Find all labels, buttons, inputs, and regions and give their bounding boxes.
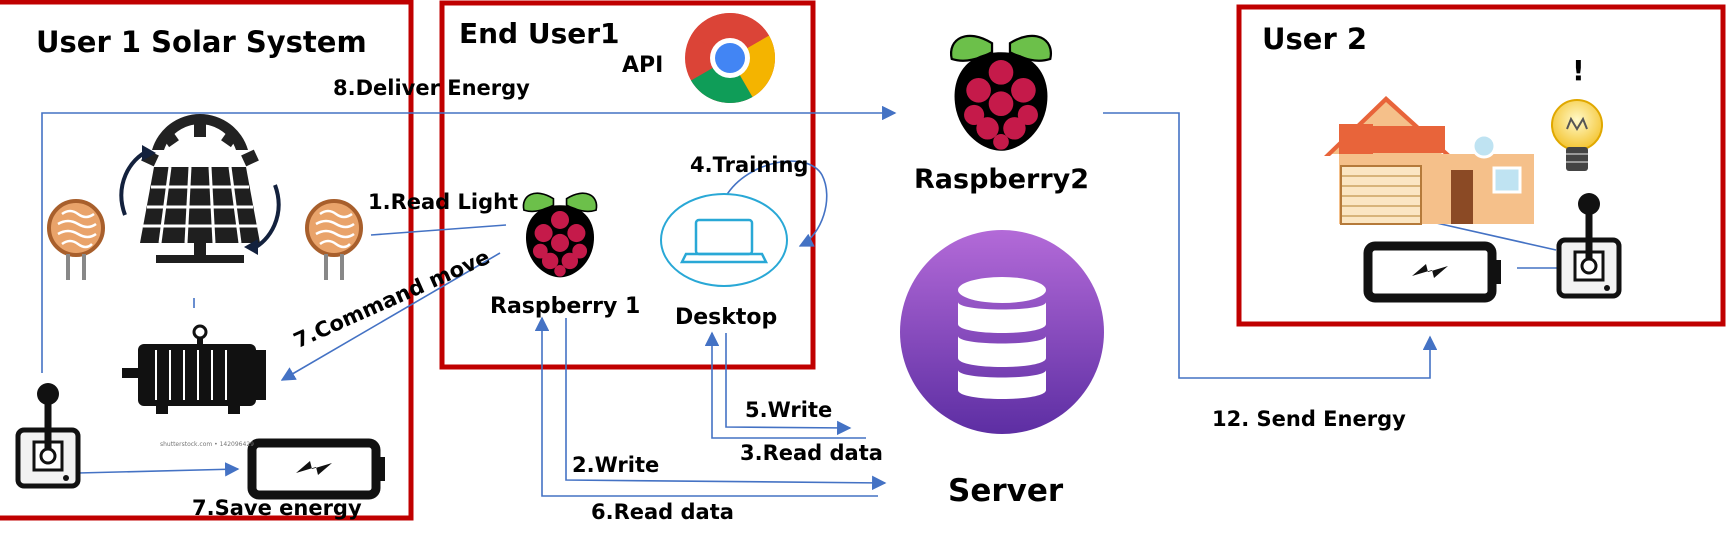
watermark-text: shutterstock.com • 142096429 (160, 441, 254, 448)
laptop-icon (660, 193, 788, 287)
house-icon (1324, 96, 1534, 225)
light-sensor-icon (305, 199, 363, 282)
api-label: API (622, 53, 664, 78)
write-5-arrow (725, 333, 852, 436)
database-icon (900, 230, 1104, 434)
joystick-icon (1559, 193, 1619, 296)
write-2-arrow (565, 318, 887, 491)
read-data-6-arrow (534, 316, 878, 497)
training-loop-arrow (725, 160, 828, 247)
raspberry-pi-icon (522, 192, 598, 279)
solar-panel-icon (119, 114, 281, 263)
user1-solar-system-box (0, 0, 414, 521)
battery-icon (252, 443, 385, 495)
step-save-energy: 7.Save energy (192, 496, 362, 520)
house-joystick-line (1431, 221, 1557, 251)
deliver-energy-arrow (41, 105, 897, 373)
desktop-label: Desktop (675, 305, 778, 330)
step-read-data-6: 6.Read data (591, 500, 734, 524)
step-write-5: 5.Write (745, 398, 833, 422)
save-energy-arrow (77, 462, 240, 477)
step-training: 4.Training (690, 153, 809, 177)
step-deliver-energy: 8.Deliver Energy (333, 76, 530, 100)
motor-icon (122, 324, 266, 414)
end-user1-box (439, 0, 816, 370)
exclamation-mark: ! (1572, 54, 1585, 87)
raspberry2-label: Raspberry2 (914, 164, 1090, 195)
command-move-arrow (280, 252, 501, 381)
chrome-icon (685, 12, 776, 104)
user2-title: User 2 (1262, 22, 1368, 56)
battery-icon (1368, 246, 1501, 298)
user2-box (1236, 4, 1726, 327)
send-energy-arrow (1103, 112, 1438, 379)
step-read-data-3: 3.Read data (740, 441, 883, 465)
step-write-2: 2.Write (572, 453, 660, 477)
end-user1-title: End User1 (459, 17, 620, 50)
step-send-energy: 12. Send Energy (1212, 407, 1406, 431)
read-light-line (370, 224, 507, 236)
raspberry1-label: Raspberry 1 (490, 294, 641, 319)
server-label: Server (948, 473, 1064, 509)
raspberry-pi-icon (949, 34, 1053, 152)
step-read-light: 1.Read Light (368, 190, 519, 214)
user1-title: User 1 Solar System (36, 25, 367, 59)
read-data-3-arrow (704, 331, 866, 439)
joystick-icon (18, 383, 78, 486)
light-bulb-icon (1551, 99, 1603, 171)
light-sensor-icon (47, 199, 105, 282)
